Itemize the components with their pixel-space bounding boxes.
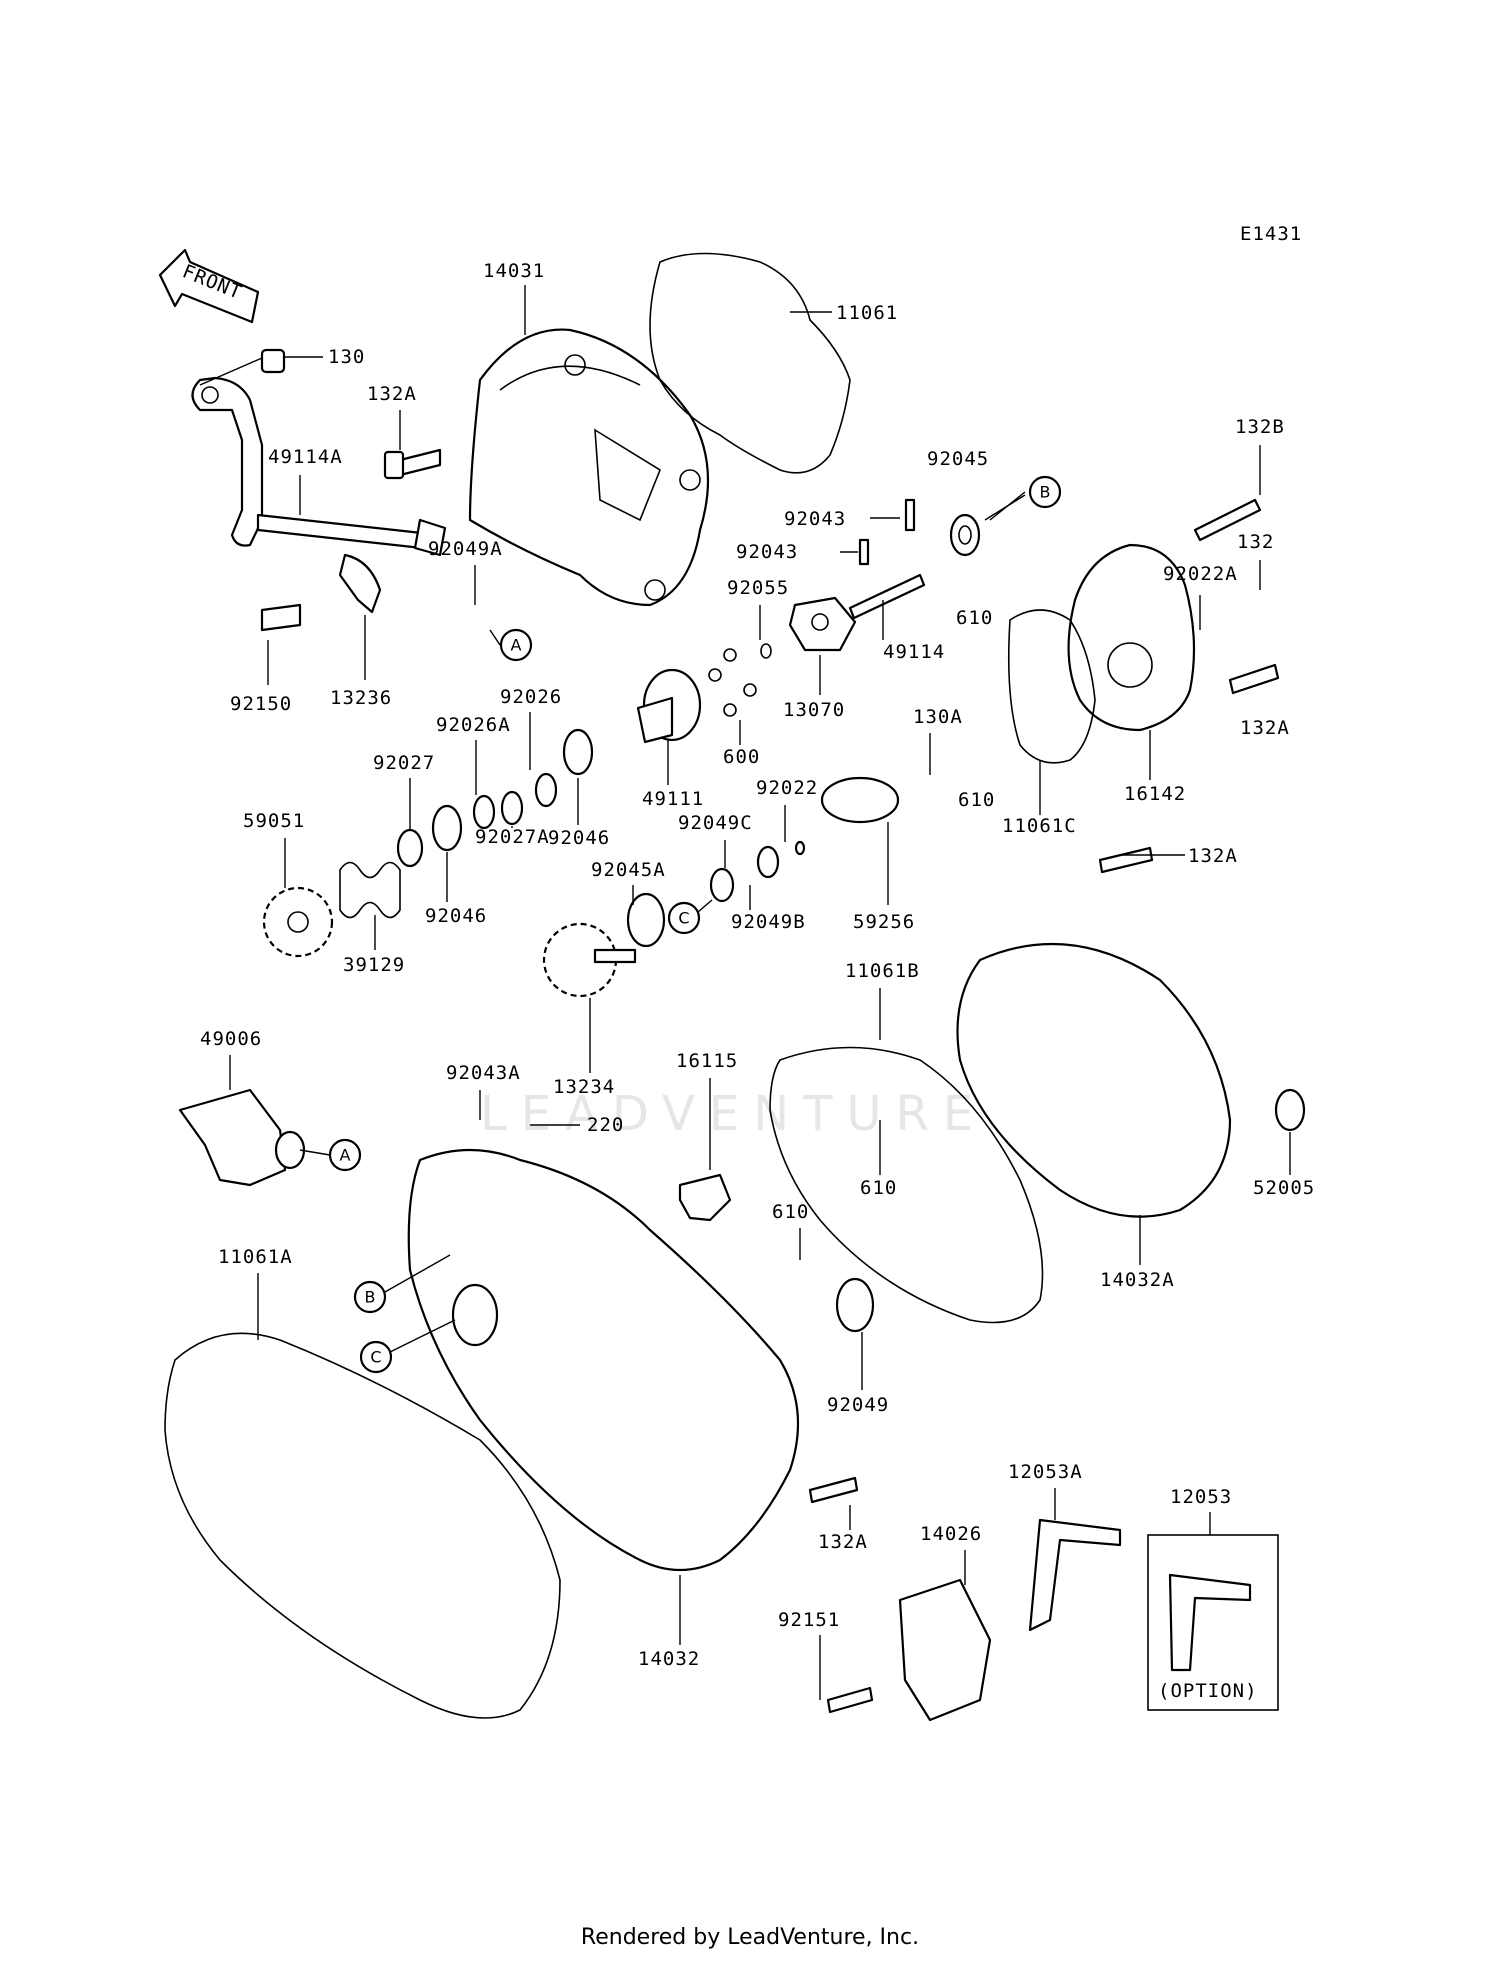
bearing-c bbox=[451, 1283, 499, 1347]
pump-cover-16142 bbox=[1067, 543, 1196, 732]
part-label: 132A bbox=[367, 383, 417, 405]
part-label: 12053A bbox=[1008, 1461, 1083, 1483]
part-label: 92045 bbox=[927, 448, 989, 470]
part-label: 610 bbox=[860, 1177, 897, 1199]
gasket-11061b bbox=[769, 1046, 1044, 1324]
option-box: (OPTION) bbox=[1147, 1534, 1279, 1711]
part-label: 92027 bbox=[373, 752, 435, 774]
part-label: 92022A bbox=[1163, 563, 1238, 585]
seal-92045 bbox=[949, 513, 981, 557]
part-label: 39129 bbox=[343, 954, 405, 976]
part-label: 132 bbox=[1237, 531, 1274, 553]
governor-49111 bbox=[636, 668, 702, 744]
part-label: 92055 bbox=[727, 577, 789, 599]
callout-label: A bbox=[340, 1146, 351, 1165]
part-label: 92043A bbox=[446, 1062, 521, 1084]
part-label: 14032 bbox=[638, 1648, 700, 1670]
callouts: B A C A B C bbox=[299, 475, 1062, 1374]
part-label: 12053 bbox=[1170, 1486, 1232, 1508]
part-label: 92026A bbox=[436, 714, 511, 736]
part-label: 13236 bbox=[330, 687, 392, 709]
part-label: 92027A bbox=[475, 826, 550, 848]
gear-59051 bbox=[262, 886, 334, 958]
watermark: LEADVENTURE bbox=[480, 1086, 987, 1142]
diagram-code: E1431 bbox=[1240, 223, 1302, 245]
washer-stack bbox=[339, 728, 594, 919]
footer-credit: Rendered by LeadVenture, Inc. bbox=[580, 1925, 920, 1950]
impeller-59256 bbox=[626, 776, 900, 948]
part-label: 92049B bbox=[731, 911, 806, 933]
part-label: 14031 bbox=[483, 260, 545, 282]
crankcase-cover-14032 bbox=[407, 1148, 800, 1572]
part-labels: 14031 11061 130 132A 49114A 92049A 13236… bbox=[200, 260, 1315, 1670]
part-label: 13070 bbox=[783, 699, 845, 721]
part-label: 59256 bbox=[853, 911, 915, 933]
option-label: (OPTION) bbox=[1158, 1680, 1258, 1702]
part-label: 600 bbox=[723, 746, 760, 768]
part-label: 49114A bbox=[268, 446, 343, 468]
part-label: 130 bbox=[328, 346, 365, 368]
part-label: 92046 bbox=[425, 905, 487, 927]
part-label: 11061C bbox=[1002, 815, 1077, 837]
part-label: 92026 bbox=[500, 686, 562, 708]
part-label: 11061 bbox=[836, 302, 898, 324]
part-label: 92022 bbox=[756, 777, 818, 799]
part-label: 11061B bbox=[845, 960, 920, 982]
callout-label: A bbox=[511, 636, 522, 655]
part-label: 92049C bbox=[678, 812, 753, 834]
part-label: 49111 bbox=[642, 788, 704, 810]
callout-label: C bbox=[678, 909, 689, 928]
clutch-cover-14032a bbox=[956, 942, 1232, 1218]
part-label: 16115 bbox=[676, 1050, 738, 1072]
part-label: 92151 bbox=[778, 1609, 840, 1631]
balls-600 bbox=[708, 643, 772, 717]
part-label: 130A bbox=[913, 706, 963, 728]
seal-52005 bbox=[1274, 1088, 1306, 1132]
part-label: 610 bbox=[956, 607, 993, 629]
seal-92049 bbox=[835, 1277, 875, 1333]
part-label: 13234 bbox=[553, 1076, 615, 1098]
impeller-13070 bbox=[788, 596, 857, 652]
part-label: 132A bbox=[1240, 717, 1290, 739]
part-label: 49006 bbox=[200, 1028, 262, 1050]
leader-lines bbox=[199, 285, 1291, 1700]
part-label: 220 bbox=[587, 1114, 624, 1136]
part-label: 92043 bbox=[784, 508, 846, 530]
part-label: 14032A bbox=[1100, 1269, 1175, 1291]
kick-shaft-assembly bbox=[191, 348, 447, 632]
filler-cap-16115 bbox=[678, 1173, 732, 1222]
magneto-cover bbox=[383, 328, 710, 607]
part-label: 92049A bbox=[428, 538, 503, 560]
part-label: 92049 bbox=[827, 1394, 889, 1416]
callout-label: B bbox=[1040, 483, 1051, 502]
oil-pipe-49006 bbox=[178, 1088, 306, 1187]
part-label: 132B bbox=[1235, 416, 1285, 438]
gasket-11061 bbox=[649, 252, 851, 474]
part-label: 49114 bbox=[883, 641, 945, 663]
part-label: 92045A bbox=[591, 859, 666, 881]
sprocket-guard bbox=[898, 1518, 1122, 1722]
part-label: 16142 bbox=[1124, 783, 1186, 805]
part-label: 610 bbox=[772, 1201, 809, 1223]
part-label: 610 bbox=[958, 789, 995, 811]
part-label: 92150 bbox=[230, 693, 292, 715]
gasket-11061c bbox=[1007, 609, 1096, 764]
gear-13234 bbox=[542, 922, 637, 998]
gasket-11061a bbox=[164, 1332, 561, 1719]
part-label: 59051 bbox=[243, 810, 305, 832]
part-label: 52005 bbox=[1253, 1177, 1315, 1199]
callout-label: B bbox=[365, 1288, 376, 1307]
bolts bbox=[808, 498, 1280, 1714]
part-label: 92046 bbox=[548, 827, 610, 849]
part-label: 14026 bbox=[920, 1523, 982, 1545]
shaft-49114 bbox=[848, 498, 926, 620]
front-arrow-icon: FRONT bbox=[158, 248, 260, 324]
part-label: 132A bbox=[1188, 845, 1238, 867]
part-label: 132A bbox=[818, 1531, 868, 1553]
part-label: 92043 bbox=[736, 541, 798, 563]
part-label: 11061A bbox=[218, 1246, 293, 1268]
callout-label: C bbox=[370, 1348, 381, 1367]
